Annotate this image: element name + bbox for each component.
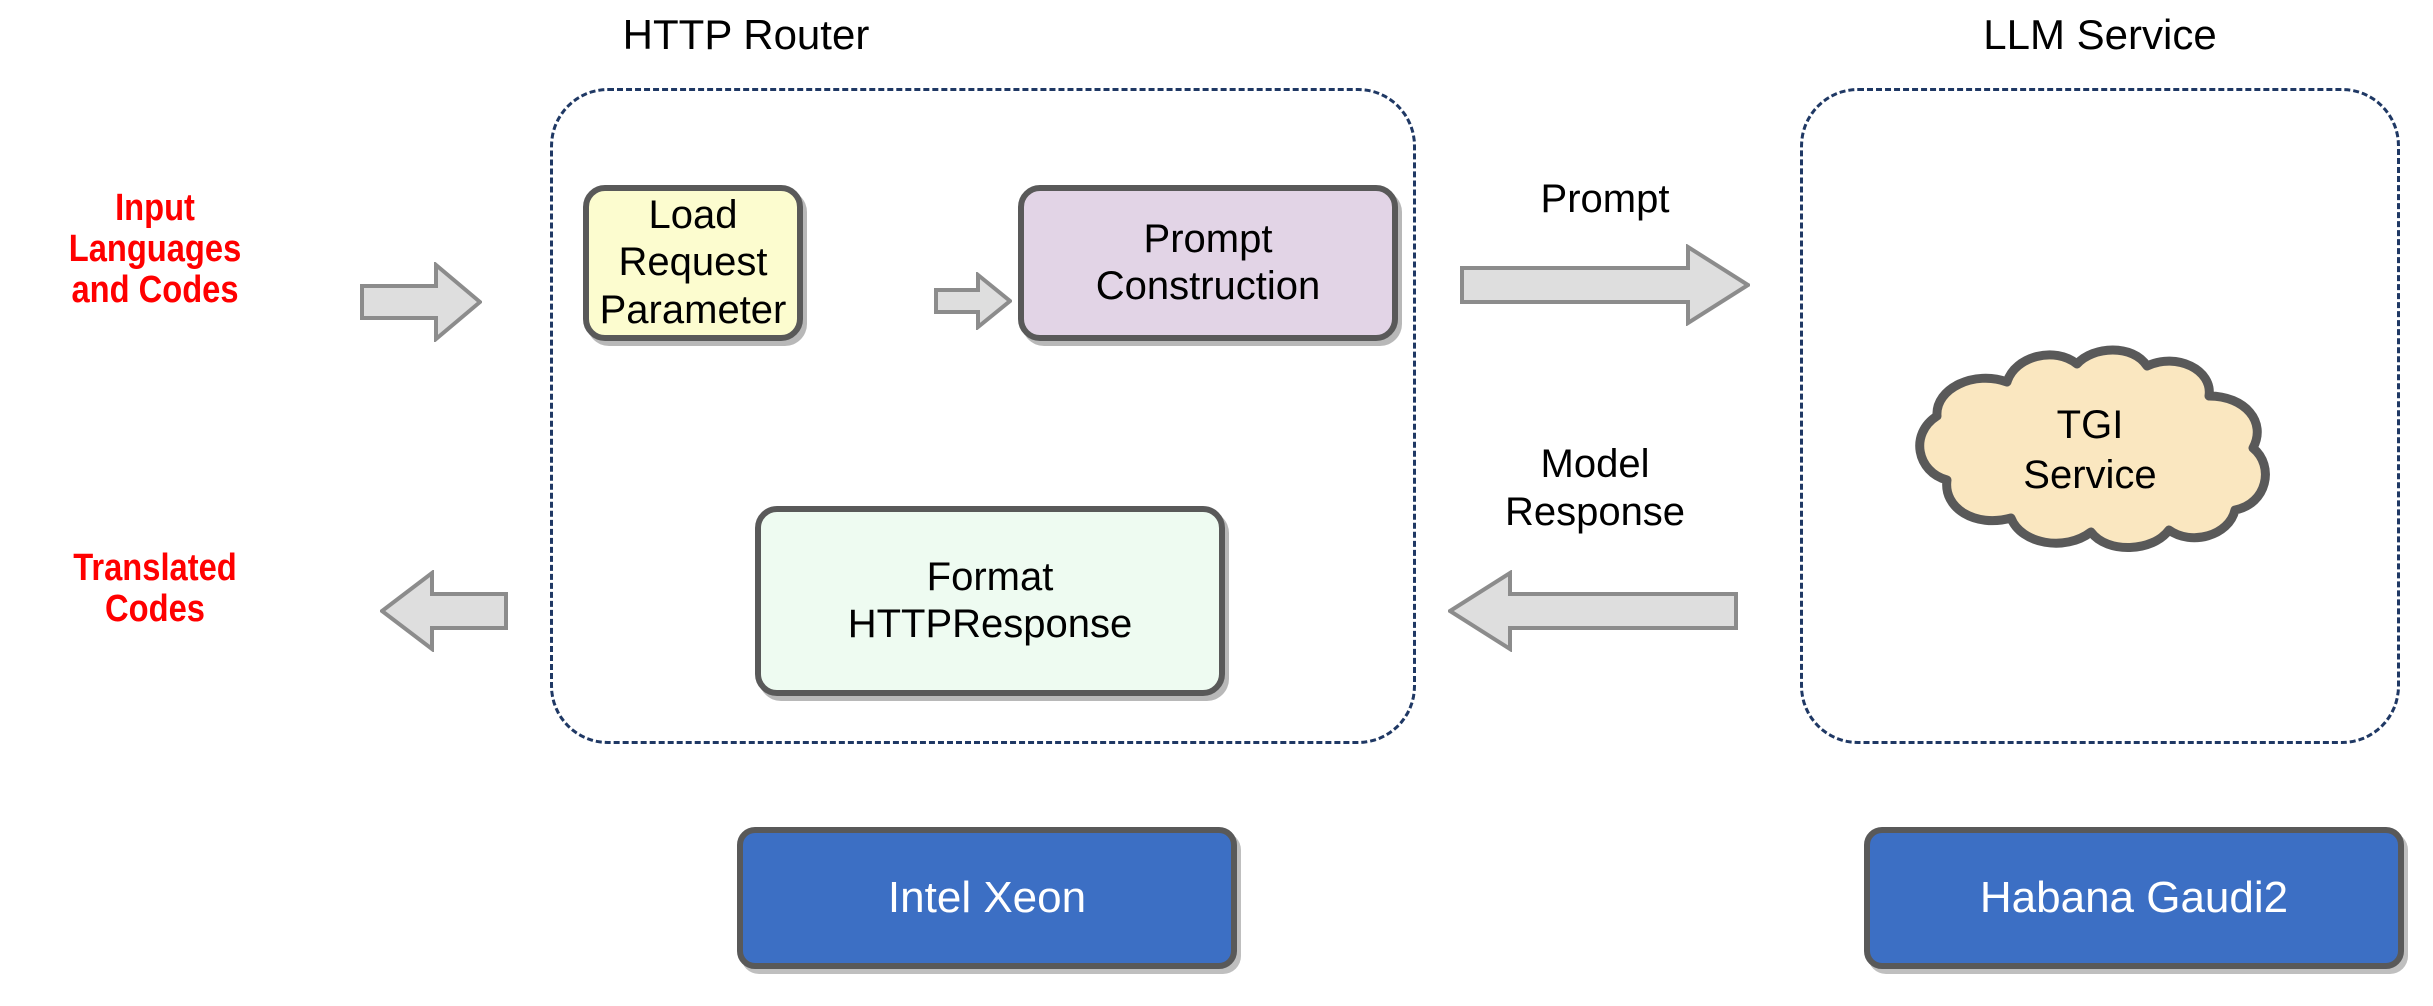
translated-codes-label: Translated Codes: [73, 547, 237, 631]
habana-gaudi2-hardware-box[interactable]: Habana Gaudi2: [1864, 827, 2404, 969]
prompt-flow-label: Prompt: [1540, 177, 1670, 221]
output-arrow: [380, 570, 508, 652]
format-httpresponse-box[interactable]: Format HTTPResponse: [755, 506, 1225, 696]
load-request-parameter-box[interactable]: Load Request Parameter: [583, 185, 803, 341]
tgi-service-cloud[interactable]: TGI Service: [1895, 340, 2285, 560]
internal-flow-arrow: [934, 272, 1012, 330]
prompt-construction-box[interactable]: Prompt Construction: [1018, 185, 1398, 341]
llm-service-title: LLM Service: [1983, 11, 2217, 58]
intel-xeon-hardware-box[interactable]: Intel Xeon: [737, 827, 1237, 969]
cloud-shape-icon: [1915, 345, 2270, 552]
input-arrow: [360, 262, 482, 342]
llm-service-container: [1800, 88, 2400, 744]
model-response-flow-label: Model Response: [1504, 442, 1686, 534]
prompt-flow-arrow: [1460, 244, 1750, 326]
model-response-flow-arrow: [1448, 570, 1738, 652]
http-router-title: HTTP Router: [622, 11, 870, 58]
input-languages-and-codes-label: Input Languages and Codes: [68, 187, 242, 312]
http-router-container: [550, 88, 1416, 744]
